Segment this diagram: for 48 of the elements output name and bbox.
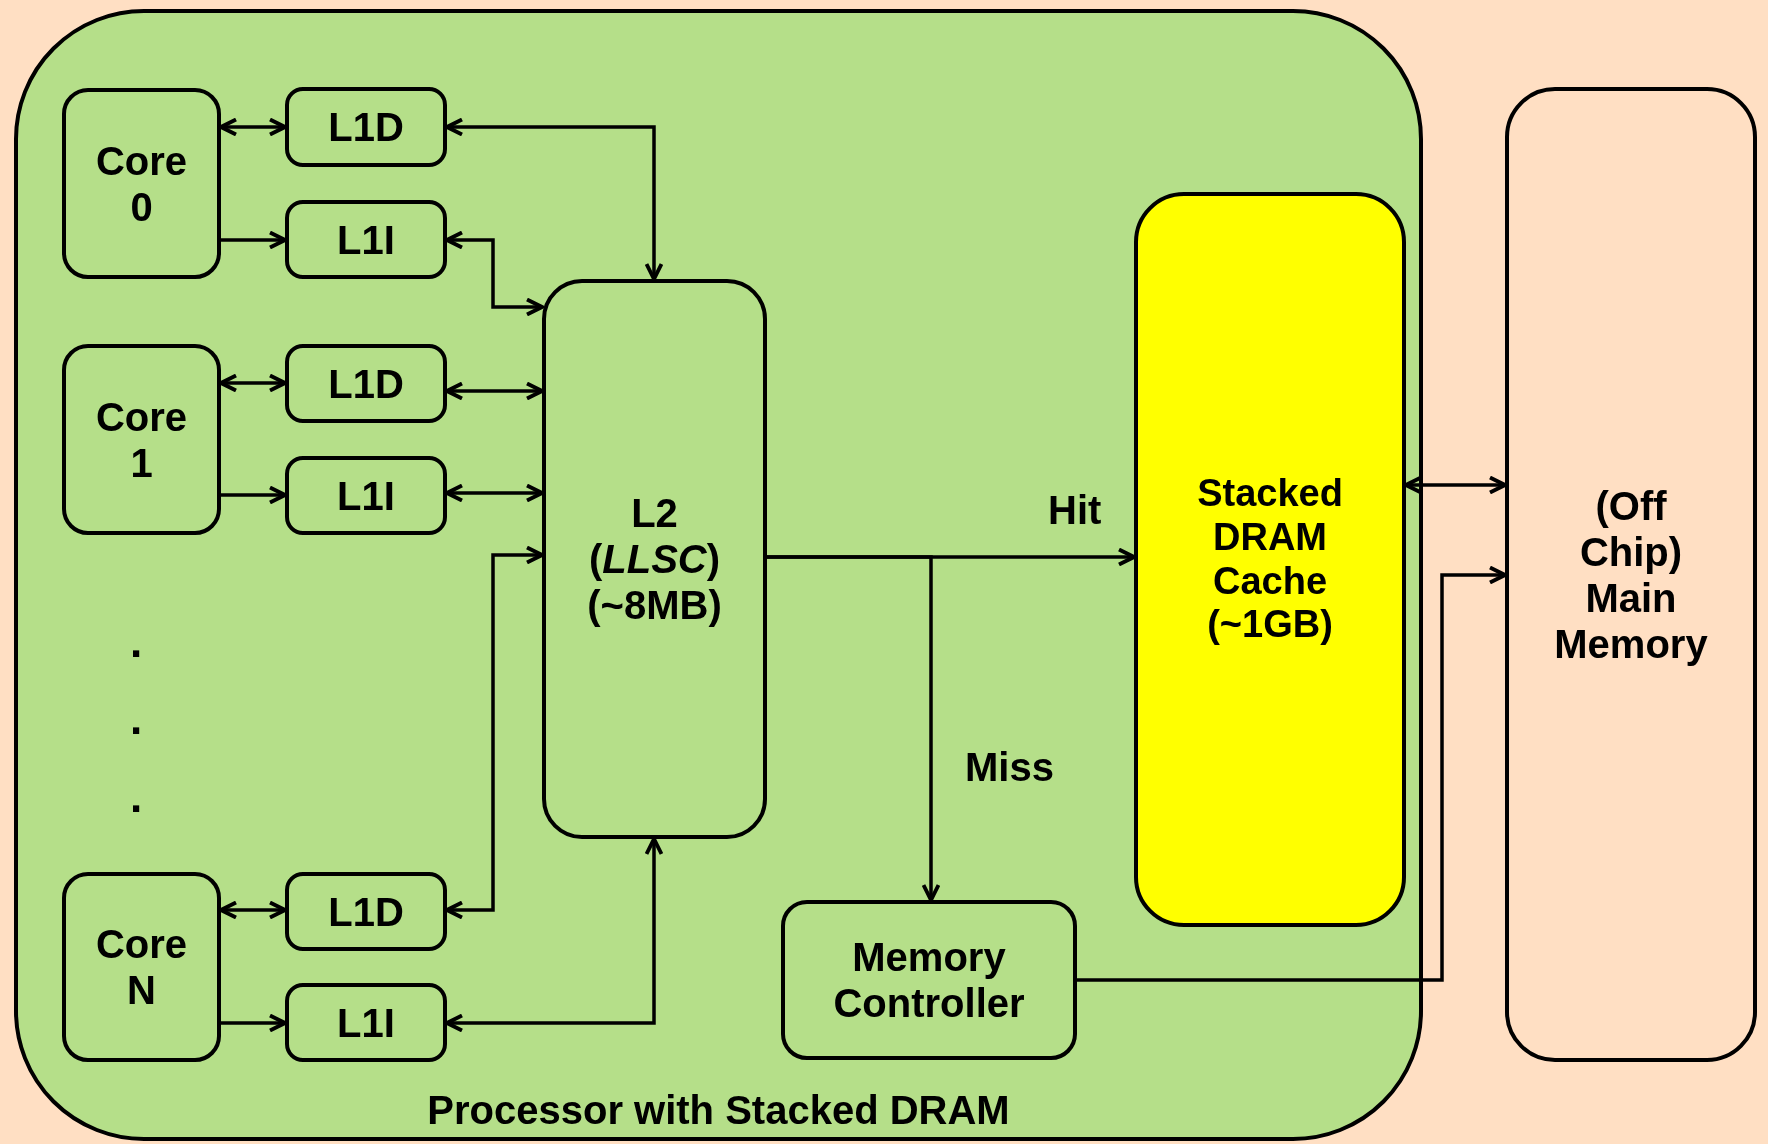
block-label: Core 0 [94, 137, 189, 230]
arrow [1077, 565, 1507, 982]
block-label: (Off Chip) Main Memory [1553, 482, 1709, 667]
block-label: Memory Controller [832, 934, 1026, 1026]
ellipsis-dot: . [130, 697, 143, 741]
edge-label: Miss [965, 745, 1054, 789]
block-box [62, 344, 221, 535]
arrow [221, 230, 287, 250]
arrow [445, 545, 544, 920]
arrow [221, 1013, 287, 1033]
block-box [285, 983, 447, 1062]
arrow [219, 373, 287, 393]
block-box [285, 87, 447, 167]
arrow [767, 555, 941, 902]
block-box [285, 344, 447, 423]
block-box [285, 200, 447, 279]
block-label: L1I [337, 216, 395, 263]
arrow [445, 117, 664, 281]
block-box [285, 872, 447, 951]
arrow [445, 837, 664, 1033]
block-label: Core N [94, 921, 189, 1013]
block-label: L1D [328, 360, 404, 407]
block-box [542, 279, 767, 839]
arrow [221, 485, 287, 505]
processor-panel [14, 9, 1423, 1141]
block-label: L1I [337, 999, 395, 1046]
block-box [781, 900, 1077, 1060]
arrow [445, 230, 544, 317]
edge-label: Hit [1048, 488, 1102, 532]
block-box [62, 872, 221, 1062]
block-box [285, 456, 447, 535]
ellipsis-dot: . [130, 775, 143, 819]
dram-cache-box [1134, 192, 1406, 927]
ellipsis-dot: . [130, 620, 143, 664]
arrow [219, 117, 287, 137]
block-box [62, 88, 221, 279]
block-label: Core 1 [94, 393, 189, 486]
arrow [445, 381, 544, 401]
panel-title: Processor with Stacked DRAM [426, 1087, 1011, 1133]
block-label: L2 (LLSC) (~8MB) [586, 490, 723, 628]
block-label: Stacked DRAM Cache (~1GB) [1196, 472, 1344, 647]
block-label: L1D [328, 104, 404, 150]
arrow [1404, 475, 1507, 495]
block-label: L1I [337, 472, 395, 519]
arrow [445, 483, 544, 503]
block-label: L1D [328, 888, 404, 935]
memory-box [1505, 87, 1757, 1062]
arrow [219, 900, 287, 920]
